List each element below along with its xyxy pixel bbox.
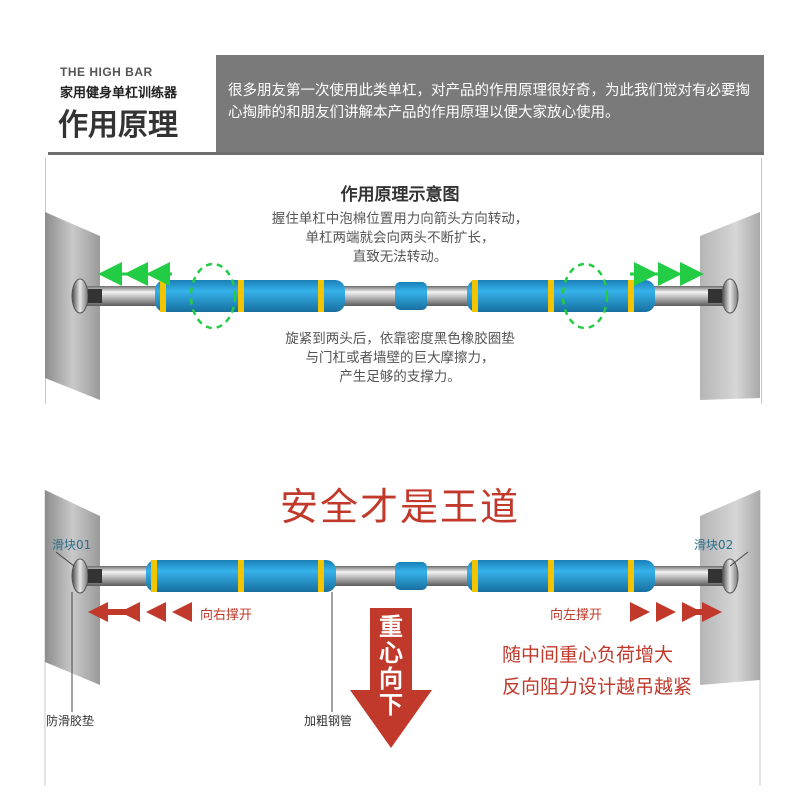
header-title: 作用原理 <box>58 108 178 143</box>
header-subtitle: 家用健身单杠训练器 <box>60 86 178 101</box>
wall-left-2 <box>45 490 100 685</box>
header-title-block <box>48 55 216 155</box>
safety-title: 安全才是王道 <box>279 485 520 529</box>
anti-slip-pad-label: 防滑胶垫 <box>46 714 95 728</box>
gravity-arrow-text: 重心向下 <box>379 613 403 719</box>
pullup-bar-2 <box>71 558 739 594</box>
header-description-box <box>216 55 764 153</box>
gravity-arrow-char-1: 重心向下 <box>371 614 411 718</box>
safety-desc-2: 反向阻力设计越吊越紧 <box>502 676 693 698</box>
principle-text-top-3: 直致无法转动。 <box>352 249 448 265</box>
leader-lines <box>55 551 749 712</box>
principle-title: 作用原理示意图 <box>340 185 460 205</box>
safety-desc-1: 随中间重心负荷增大 <box>502 644 674 666</box>
slider-right-label: 滑块02 <box>694 538 734 552</box>
rotate-arrow-left <box>189 262 237 330</box>
push-right-label: 向右撑开 <box>200 608 253 623</box>
header-tag: THE HIGH BAR <box>60 65 153 79</box>
header-description: 很多朋友第一次使用此类单杠，对产品的作用原理很好奇，为此我们觉对有必要掏心掏肺的… <box>228 83 750 121</box>
header-divider <box>48 152 764 155</box>
principle-text-top-2: 单杠两端就会向两头不断扩长， <box>305 230 495 246</box>
pullup-bar-1 <box>71 278 739 314</box>
push-arrows-right <box>630 602 722 622</box>
principle-text-bottom-2: 与门杠或者墙壁的巨大摩擦力， <box>305 350 495 366</box>
gravity-arrow <box>350 608 432 748</box>
push-left-label: 向左撑开 <box>550 608 603 623</box>
rotate-arrow-right <box>561 262 609 330</box>
wall-left <box>45 212 100 400</box>
principle-text-top-1: 握住单杠中泡棉位置用力向箭头方向转动， <box>271 211 529 227</box>
thick-steel-tube-label: 加粗钢管 <box>304 714 353 728</box>
slider-left-label: 滑块01 <box>52 538 92 552</box>
push-arrows-left <box>88 602 192 622</box>
principle-text-bottom-1: 旋紧到两头后，依靠密度黑色橡胶圈垫 <box>285 331 515 347</box>
principle-text-bottom-3: 产生足够的支撑力。 <box>339 369 461 385</box>
